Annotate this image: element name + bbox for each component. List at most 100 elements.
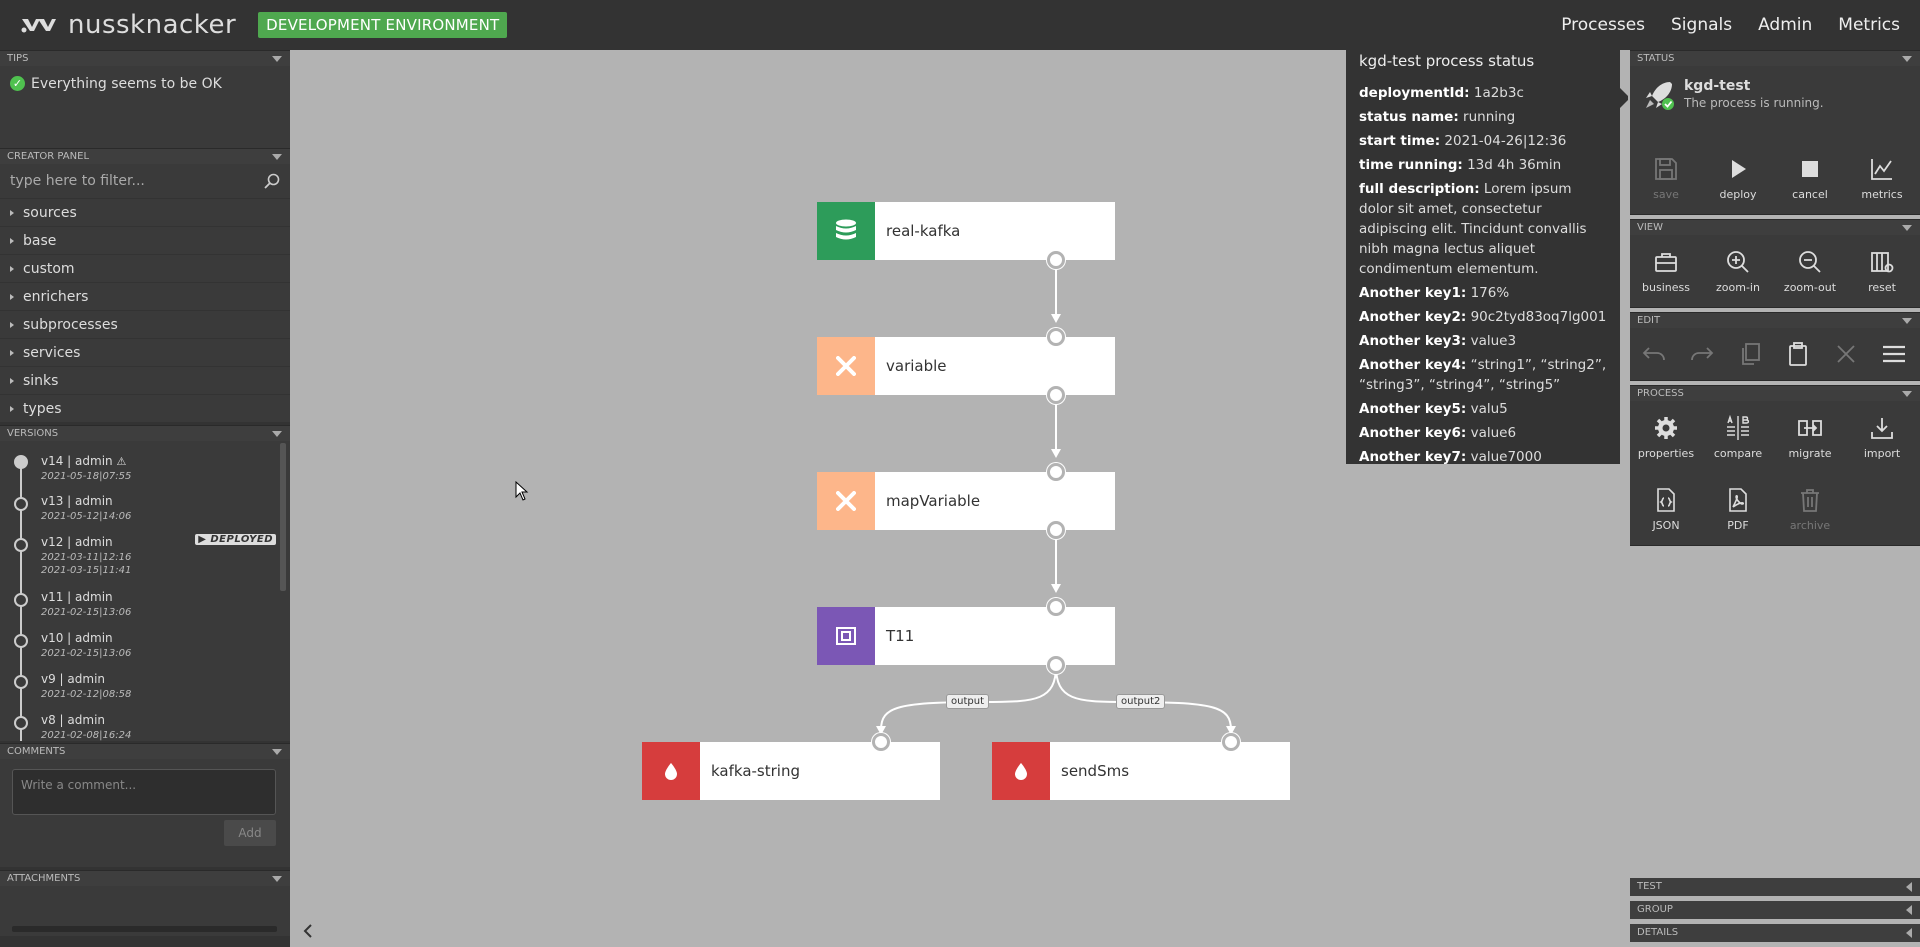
import-button[interactable]: import — [1846, 401, 1918, 473]
versions-panel-header[interactable]: VERSIONS — [0, 425, 290, 441]
status-panel-header[interactable]: STATUS — [1630, 50, 1920, 66]
undo-button[interactable] — [1630, 344, 1678, 364]
output-port[interactable] — [1047, 656, 1065, 674]
view-panel-header[interactable]: VIEW — [1630, 219, 1920, 235]
expand-caret-icon[interactable] — [1906, 928, 1912, 938]
deploy-button[interactable]: deploy — [1702, 142, 1774, 214]
node-T11[interactable]: T11 — [817, 607, 1115, 665]
collapse-caret-icon[interactable] — [1902, 318, 1912, 324]
tips-panel-header[interactable]: TIPS — [0, 50, 290, 66]
layout-button[interactable] — [1870, 344, 1918, 364]
view-panel-title: VIEW — [1637, 222, 1663, 233]
test-panel-header[interactable]: TEST — [1630, 878, 1920, 896]
reset-view-button[interactable]: reset — [1846, 235, 1918, 307]
collapse-caret-icon[interactable] — [1902, 56, 1912, 62]
zoom-in-button[interactable]: zoom-in — [1702, 235, 1774, 307]
compare-button[interactable]: compare — [1702, 401, 1774, 473]
top-bar: nussknacker DEVELOPMENT ENVIRONMENT Proc… — [0, 0, 1920, 50]
zoom-out-button[interactable]: zoom-out — [1774, 235, 1846, 307]
archive-button[interactable]: archive — [1774, 473, 1846, 545]
version-item-v9[interactable]: v9 | admin 2021-02-12|08:58 — [0, 670, 280, 710]
version-item-v13[interactable]: v13 | admin 2021-05-12|14:06 — [0, 492, 280, 532]
category-sources[interactable]: sources — [0, 198, 290, 226]
migrate-button[interactable]: migrate — [1774, 401, 1846, 473]
add-comment-button[interactable]: Add — [224, 820, 276, 846]
category-enrichers[interactable]: enrichers — [0, 282, 290, 310]
creator-panel-header[interactable]: CREATOR PANEL — [0, 148, 290, 164]
business-view-button[interactable]: business — [1630, 235, 1702, 307]
attachments-panel-title: ATTACHMENTS — [7, 873, 81, 884]
variable-x-icon — [817, 337, 875, 395]
graph-canvas[interactable]: real-kafka variable mapVariable T11 kafk… — [298, 50, 1628, 947]
collapse-caret-icon[interactable] — [1902, 391, 1912, 397]
collapse-caret-icon[interactable] — [272, 876, 282, 882]
zoom-out-icon — [1799, 250, 1821, 273]
category-base[interactable]: base — [0, 226, 290, 254]
copy-icon — [1742, 343, 1760, 365]
database-icon — [817, 202, 875, 260]
edge-label-output[interactable]: output — [946, 694, 989, 709]
collapse-caret-icon[interactable] — [272, 749, 282, 755]
input-port[interactable] — [1047, 598, 1065, 616]
node-real-kafka[interactable]: real-kafka — [817, 202, 1115, 260]
expand-caret-icon[interactable] — [1906, 882, 1912, 892]
paste-button[interactable] — [1774, 341, 1822, 367]
logo-text: nussknacker — [68, 10, 237, 40]
nav-signals[interactable]: Signals — [1671, 15, 1733, 35]
export-pdf-button[interactable]: PDF — [1702, 473, 1774, 545]
input-port[interactable] — [872, 733, 890, 751]
node-sendSms[interactable]: sendSms — [992, 742, 1290, 800]
cancel-button[interactable]: cancel — [1774, 142, 1846, 214]
category-sinks[interactable]: sinks — [0, 366, 290, 394]
nav-admin[interactable]: Admin — [1758, 15, 1813, 35]
tooltip-value: “string1”, “string2”, “string3”, “string… — [1359, 357, 1607, 393]
version-item-v11[interactable]: v11 | admin 2021-02-15|13:06 — [0, 588, 280, 628]
version-item-v12[interactable]: v12 | admin ▶ DEPLOYED 2021-03-11|12:16 … — [0, 533, 280, 587]
copy-button[interactable] — [1726, 341, 1774, 367]
nav-metrics[interactable]: Metrics — [1838, 15, 1900, 35]
nav-processes[interactable]: Processes — [1561, 15, 1646, 35]
category-subprocesses[interactable]: subprocesses — [0, 310, 290, 338]
edge-label-output2[interactable]: output2 — [1116, 694, 1166, 709]
details-panel-header[interactable]: DETAILS — [1630, 924, 1920, 942]
comment-input[interactable] — [12, 769, 276, 815]
group-panel-header[interactable]: GROUP — [1630, 901, 1920, 919]
search-icon[interactable] — [264, 173, 280, 189]
delete-button[interactable] — [1822, 343, 1870, 365]
version-item-v10[interactable]: v10 | admin 2021-02-15|13:06 — [0, 629, 280, 669]
collapse-left-panel-icon[interactable] — [302, 923, 314, 939]
node-mapVariable[interactable]: mapVariable — [817, 472, 1115, 530]
logo[interactable]: nussknacker — [20, 10, 236, 40]
category-types[interactable]: types — [0, 394, 290, 422]
input-port[interactable] — [1047, 328, 1065, 346]
version-item-v8[interactable]: v8 | admin 2021-02-08|16:24 — [0, 711, 280, 741]
category-services[interactable]: services — [0, 338, 290, 366]
input-port[interactable] — [1222, 733, 1240, 751]
process-panel-header[interactable]: PROCESS — [1630, 385, 1920, 401]
collapse-caret-icon[interactable] — [272, 56, 282, 62]
collapse-caret-icon[interactable] — [1902, 225, 1912, 231]
node-variable[interactable]: variable — [817, 337, 1115, 395]
output-port[interactable] — [1047, 251, 1065, 269]
output-port[interactable] — [1047, 386, 1065, 404]
save-button[interactable]: save — [1630, 142, 1702, 214]
attachments-panel-header[interactable]: ATTACHMENTS — [0, 870, 290, 886]
comments-panel-header[interactable]: COMMENTS — [0, 743, 290, 759]
creator-filter-input[interactable] — [10, 173, 264, 189]
button-label: deploy — [1719, 187, 1757, 201]
metrics-button[interactable]: metrics — [1846, 142, 1918, 214]
edit-panel-header[interactable]: EDIT — [1630, 312, 1920, 328]
version-item-v14[interactable]: v14 | admin ⚠ 2021-05-18|07:55 — [0, 451, 280, 491]
collapse-caret-icon[interactable] — [272, 154, 282, 160]
properties-button[interactable]: properties — [1630, 401, 1702, 473]
input-port[interactable] — [1047, 463, 1065, 481]
output-port[interactable] — [1047, 521, 1065, 539]
redo-button[interactable] — [1678, 344, 1726, 364]
node-kafka-string[interactable]: kafka-string — [642, 742, 940, 800]
versions-scrollbar[interactable] — [280, 443, 286, 591]
expand-caret-icon[interactable] — [1906, 905, 1912, 915]
collapse-caret-icon[interactable] — [272, 431, 282, 437]
export-json-button[interactable]: JSON — [1630, 473, 1702, 545]
attachment-dropzone[interactable] — [12, 926, 277, 932]
category-custom[interactable]: custom — [0, 254, 290, 282]
